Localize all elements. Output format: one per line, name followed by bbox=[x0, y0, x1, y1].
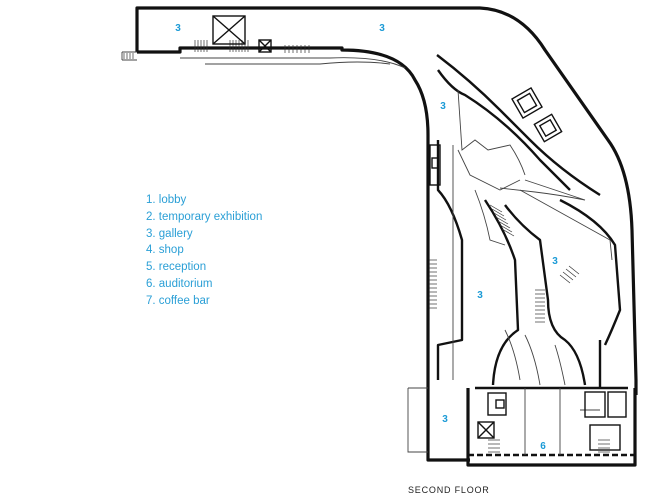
stair-north-west bbox=[123, 53, 134, 59]
room-labels: 3 3 3 3 3 3 6 bbox=[175, 23, 558, 452]
auditorium-cross bbox=[524, 388, 600, 455]
ramp-outline-3 bbox=[499, 179, 586, 201]
gallery-curve-1 bbox=[484, 199, 520, 386]
room-legend: 1. lobby 2. temporary exhibition 3. gall… bbox=[146, 192, 262, 310]
detail-lines bbox=[121, 51, 613, 455]
stair-center bbox=[489, 204, 515, 237]
room-label-gallery-nw: 3 bbox=[175, 23, 181, 34]
elevator-north bbox=[212, 15, 246, 45]
north-inner-line-2 bbox=[205, 61, 391, 65]
floor-title: SECOND FLOOR bbox=[408, 485, 490, 495]
ramp-outline-1 bbox=[457, 89, 526, 176]
inner-walls bbox=[436, 54, 635, 457]
elevator-east bbox=[511, 87, 543, 119]
inner-curve-c bbox=[524, 334, 541, 386]
legend-item-shop: 4. shop bbox=[146, 244, 184, 257]
service-cores bbox=[212, 15, 627, 451]
service-block-east bbox=[584, 391, 627, 451]
stair-auditorium bbox=[488, 439, 610, 453]
service-block-west bbox=[487, 392, 507, 416]
room-label-gallery-north: 3 bbox=[379, 23, 385, 34]
stair-north-east bbox=[284, 45, 310, 53]
legend-item-coffee-bar: 7. coffee bar bbox=[146, 294, 210, 307]
inner-curve-b bbox=[504, 329, 521, 381]
diagonal-wall-lower bbox=[437, 69, 571, 191]
outer-walls bbox=[135, 6, 638, 467]
legend-item-temporary-exhibition: 2. temporary exhibition bbox=[146, 210, 263, 223]
legend-item-reception: 5. reception bbox=[146, 261, 207, 274]
outer-wall-inner-bend bbox=[137, 46, 430, 385]
entry-box bbox=[407, 387, 428, 453]
stairs bbox=[123, 40, 610, 453]
stair-west-1 bbox=[429, 259, 437, 309]
gallery-curve-3 bbox=[559, 198, 622, 346]
north-stair-band bbox=[121, 51, 137, 61]
inner-curve-d bbox=[554, 344, 566, 386]
elevator-auditorium bbox=[477, 421, 495, 439]
gallery-curve-2 bbox=[504, 204, 587, 386]
ramp-outline-4 bbox=[519, 189, 613, 261]
inner-curve-a bbox=[474, 189, 506, 246]
gallery-wall-west bbox=[436, 140, 464, 380]
legend-item-auditorium: 6. auditorium bbox=[146, 277, 213, 290]
stair-east bbox=[559, 265, 580, 284]
outer-wall-north bbox=[135, 6, 638, 395]
room-label-gallery-bend: 3 bbox=[440, 101, 446, 112]
room-label-gallery-center: 3 bbox=[477, 290, 483, 301]
elevator-east-2 bbox=[533, 113, 563, 143]
ramp-outline-2 bbox=[457, 149, 521, 191]
diagonal-wall-upper bbox=[436, 54, 601, 197]
elevator-small-north bbox=[258, 39, 272, 53]
room-label-gallery-south: 3 bbox=[442, 414, 448, 425]
core-west bbox=[429, 144, 441, 186]
legend-item-lobby: 1. lobby bbox=[146, 194, 187, 206]
stair-gallery-center bbox=[535, 289, 545, 323]
room-label-auditorium: 6 bbox=[540, 441, 546, 452]
outer-wall-auditorium bbox=[466, 388, 637, 467]
stair-north-center bbox=[194, 40, 249, 52]
room-label-gallery-east: 3 bbox=[552, 256, 558, 267]
outer-wall-west-lower bbox=[426, 385, 470, 462]
legend-item-gallery: 3. gallery bbox=[146, 227, 193, 240]
north-inner-line bbox=[180, 57, 406, 69]
